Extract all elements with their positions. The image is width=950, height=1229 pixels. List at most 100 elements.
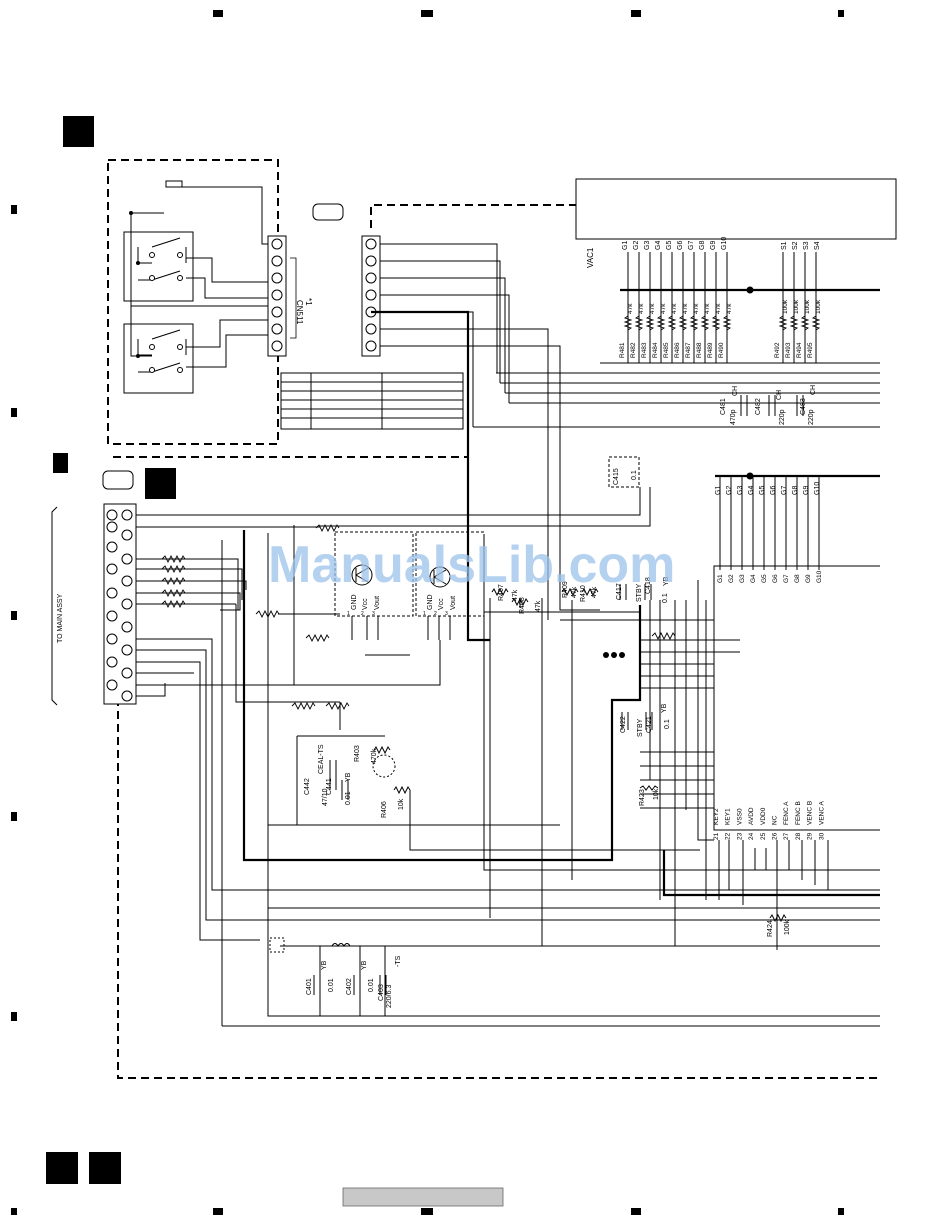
diode-d401 xyxy=(269,937,285,953)
svg-text:C442: C442 xyxy=(304,778,311,795)
vfd-grid-label: G1 xyxy=(622,241,629,250)
vfd-segment-label: S2 xyxy=(792,241,799,250)
vfd-display xyxy=(575,178,897,240)
c483-type: CH xyxy=(810,385,817,395)
vfd-grid-label: G9 xyxy=(710,241,717,250)
vfd-grid-label: G2 xyxy=(633,241,640,250)
ic-pin-number: 22 xyxy=(725,832,732,840)
resistor-value: 47k xyxy=(638,303,645,314)
resistor-ref: R486 xyxy=(674,342,681,358)
resistor-ref: R488 xyxy=(696,342,703,358)
vfd-vac-label: VAC1 xyxy=(586,247,595,268)
svg-text:YB: YB xyxy=(663,576,670,586)
resistor-value: 47k xyxy=(704,303,711,314)
ic-pin-name: VENC A xyxy=(818,800,825,825)
resistor-symbol xyxy=(800,315,810,331)
svg-text:STBY: STBY xyxy=(637,718,644,737)
resistor-ref: R490 xyxy=(718,342,725,358)
svg-text:C422: C422 xyxy=(620,716,627,733)
c482-value: 220p xyxy=(779,409,786,425)
c483-label: C483 xyxy=(800,398,807,415)
line-filters xyxy=(161,523,676,711)
resistor-value: 47k xyxy=(682,303,689,314)
switch-contacts xyxy=(149,252,183,373)
resistor-ref: R493 xyxy=(785,342,792,358)
page-marker-left xyxy=(46,1152,78,1184)
resistor-ref: R495 xyxy=(807,342,814,358)
grid-bus-label: G8 xyxy=(792,486,799,495)
svg-text:R407: R407 xyxy=(498,584,505,601)
resistor-value: 100k xyxy=(793,299,800,314)
ic-top-pin-label: G7 xyxy=(783,574,790,583)
resistor-symbol xyxy=(667,315,677,331)
resistor-ref: R492 xyxy=(774,342,781,358)
svg-text:470k: 470k xyxy=(371,748,378,764)
resistor-ref: R487 xyxy=(685,342,692,358)
svg-text:0.1: 0.1 xyxy=(664,719,671,729)
c483-value: 220p xyxy=(808,409,815,425)
ic-pin-name: AVDD xyxy=(748,807,755,825)
svg-text:0.01: 0.01 xyxy=(328,978,335,992)
component-labels: R407 47k R408 47k R409 47k R410 47k C417… xyxy=(304,576,791,1008)
svg-text:3: 3 xyxy=(372,611,375,617)
resistor-symbol xyxy=(789,315,799,331)
ic-pin-number: 30 xyxy=(818,832,825,840)
resistor-symbol xyxy=(634,315,644,331)
photo-sensor-1 xyxy=(334,531,414,640)
resistor-symbol xyxy=(778,315,788,331)
svg-text:100k: 100k xyxy=(784,919,791,935)
svg-text:C421: C421 xyxy=(646,716,653,733)
c415-label: C415 xyxy=(613,468,620,485)
resistor-symbol xyxy=(645,315,655,331)
ic-pin-number: 21 xyxy=(713,832,720,840)
cn511-connector xyxy=(267,235,297,357)
resistor-value: 47k xyxy=(726,303,733,314)
resistor-symbol xyxy=(811,315,821,331)
ic-pin-name: VSS0 xyxy=(736,808,743,825)
grid-bus-label: G9 xyxy=(803,486,810,495)
c415-outline xyxy=(608,456,640,488)
svg-text:R423: R423 xyxy=(639,789,646,806)
svg-text:R408: R408 xyxy=(519,597,526,614)
resistor-ref: R483 xyxy=(641,342,648,358)
svg-text:YB: YB xyxy=(661,703,668,713)
ic-top-pin-label: G10 xyxy=(816,570,823,583)
svg-text:Vcc: Vcc xyxy=(438,598,445,610)
svg-text:10k: 10k xyxy=(653,788,660,800)
inductor-l401 xyxy=(331,943,351,947)
ic-pin-name: KEY2 xyxy=(713,808,720,825)
svg-text:Vcc: Vcc xyxy=(362,598,369,610)
grid-bus-label: G6 xyxy=(770,486,777,495)
ic-pin-name: NC xyxy=(772,815,779,825)
resistor-value: 100k xyxy=(804,299,811,314)
resistor-symbol xyxy=(689,315,699,331)
svg-text:C402: C402 xyxy=(346,978,353,995)
ic-top-pin-label: G3 xyxy=(739,574,746,583)
c482-label: C482 xyxy=(755,398,762,415)
resistor-ref: R489 xyxy=(707,342,714,358)
vfd-segment-label: S4 xyxy=(814,241,821,250)
sheet-tag-mid xyxy=(102,470,134,490)
watermark: ManualsLib.com xyxy=(268,536,675,594)
power-wiring xyxy=(242,310,880,897)
registration-marks xyxy=(11,10,844,1215)
ic-pin-number: 23 xyxy=(736,832,743,840)
svg-text:47k: 47k xyxy=(591,586,598,598)
ic-pin-name: FENC A xyxy=(783,801,790,825)
svg-text:YB: YB xyxy=(321,960,328,970)
pin-table xyxy=(280,372,464,430)
resistor-ref: R484 xyxy=(652,342,659,358)
mid-connector xyxy=(361,235,381,357)
ic-pin-name: VENC B xyxy=(807,801,814,825)
svg-text:10k: 10k xyxy=(398,798,405,810)
svg-text:C417: C417 xyxy=(616,583,623,600)
svg-text:Vout: Vout xyxy=(450,596,457,610)
transistor-q xyxy=(372,754,396,778)
grid-bus-wires xyxy=(719,476,820,570)
svg-text:R403: R403 xyxy=(354,745,361,762)
footer-box xyxy=(342,1187,504,1207)
svg-text:C441: C441 xyxy=(326,778,333,795)
